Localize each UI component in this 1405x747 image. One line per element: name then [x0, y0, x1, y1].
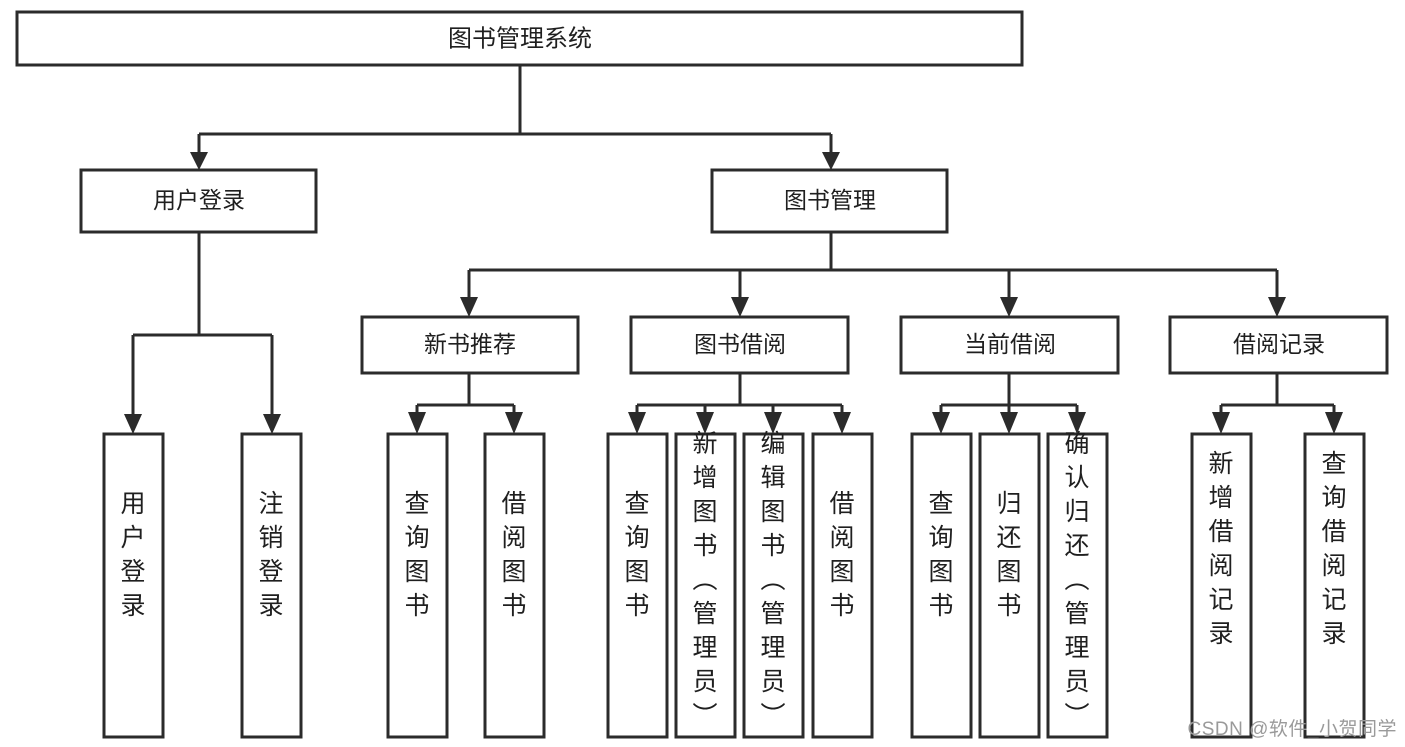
node-book-manage-box[interactable]	[710, 168, 949, 234]
arrow-head-current-borrow	[1000, 297, 1018, 317]
arrow-head-leaf-edit-book	[764, 412, 782, 434]
node-leaf-add-book-label: 新增图书︵管理员︶	[692, 430, 717, 730]
arrow-head-leaf-user-login	[124, 414, 142, 434]
node-leaf-borrow-book-1[interactable]: 借阅图书	[483, 432, 546, 739]
arrow-head-new-book-rec	[460, 297, 478, 317]
node-leaf-edit-book-label: 编辑图书︵管理员︶	[760, 430, 785, 730]
node-leaf-query-record-label: 查询借阅记录	[1321, 450, 1346, 648]
node-leaf-user-login-label: 用户登录	[120, 490, 145, 620]
arrow-head-leaf-borrow-book-1	[505, 412, 523, 434]
node-current-borrow-label: 当前借阅	[964, 331, 1056, 357]
node-leaf-query-book-2-label: 查询图书	[624, 490, 649, 620]
node-leaf-query-book-2[interactable]: 查询图书	[606, 432, 669, 739]
node-leaf-add-record-box[interactable]	[1190, 432, 1253, 739]
node-leaf-user-login-box[interactable]	[102, 432, 165, 739]
node-leaf-query-book-3[interactable]: 查询图书	[910, 432, 973, 739]
node-new-book-rec[interactable]: 新书推荐	[360, 315, 580, 375]
node-book-borrow-label: 图书借阅	[694, 331, 786, 357]
node-leaf-query-book-3-box[interactable]	[910, 432, 973, 739]
node-leaf-borrow-book-1-box[interactable]	[483, 432, 546, 739]
node-leaf-query-book-3-label: 查询图书	[928, 490, 953, 620]
node-leaf-borrow-book-2-box[interactable]	[811, 432, 874, 739]
arrow-head-leaf-confirm-return	[1068, 412, 1086, 434]
node-leaf-borrow-book-2-label: 借阅图书	[829, 490, 854, 620]
arrow-head-leaf-query-book-3	[932, 412, 950, 434]
arrow-head-leaf-logout	[263, 414, 281, 434]
node-leaf-confirm-return[interactable]: 确认归还︵管理员︶	[1046, 430, 1109, 739]
node-user-login-box[interactable]	[79, 168, 318, 234]
connectors-layer	[124, 65, 1343, 434]
arrow-head-leaf-query-record	[1325, 412, 1343, 434]
node-user-login-label: 用户登录	[153, 187, 245, 213]
node-leaf-query-book-1-label: 查询图书	[404, 490, 429, 620]
node-current-borrow[interactable]: 当前借阅	[899, 315, 1120, 375]
arrow-head-book-manage	[822, 152, 840, 170]
node-leaf-add-book[interactable]: 新增图书︵管理员︶	[674, 430, 737, 739]
node-leaf-confirm-return-box[interactable]	[1046, 432, 1109, 739]
node-borrow-record-label: 借阅记录	[1233, 331, 1325, 357]
node-user-login[interactable]: 用户登录	[79, 168, 318, 234]
node-leaf-query-book-1[interactable]: 查询图书	[386, 432, 449, 739]
node-leaf-borrow-book-1-label: 借阅图书	[501, 490, 526, 620]
node-new-book-rec-label: 新书推荐	[424, 331, 516, 357]
node-leaf-return-book-label: 归还图书	[996, 490, 1021, 620]
node-book-manage[interactable]: 图书管理	[710, 168, 949, 234]
node-leaf-query-book-2-box[interactable]	[606, 432, 669, 739]
node-leaf-edit-book-box[interactable]	[742, 432, 805, 739]
node-leaf-logout-label: 注销登录	[258, 490, 283, 620]
node-book-borrow[interactable]: 图书借阅	[629, 315, 850, 375]
node-book-borrow-box[interactable]	[629, 315, 850, 375]
arrow-head-borrow-record	[1268, 297, 1286, 317]
arrow-head-user-login	[190, 152, 208, 170]
node-borrow-record-box[interactable]	[1168, 315, 1389, 375]
node-borrow-record[interactable]: 借阅记录	[1168, 315, 1389, 375]
node-leaf-borrow-book-2[interactable]: 借阅图书	[811, 432, 874, 739]
arrow-head-leaf-add-book	[696, 412, 714, 434]
node-leaf-add-book-box[interactable]	[674, 432, 737, 739]
arrow-head-leaf-borrow-book-2	[833, 412, 851, 434]
node-book-manage-label: 图书管理	[784, 187, 876, 213]
csdn-watermark: CSDN @软件_小贺同学	[1187, 719, 1397, 740]
node-leaf-query-record-box[interactable]	[1303, 432, 1366, 739]
node-new-book-rec-box[interactable]	[360, 315, 580, 375]
node-leaf-edit-book[interactable]: 编辑图书︵管理员︶	[742, 430, 805, 739]
node-leaf-user-login[interactable]: 用户登录	[102, 432, 165, 739]
node-leaf-add-record-label: 新增借阅记录	[1208, 450, 1233, 648]
arrow-head-leaf-query-book-1	[408, 412, 426, 434]
node-root[interactable]: 图书管理系统	[15, 10, 1024, 67]
node-leaf-logout-box[interactable]	[240, 432, 303, 739]
node-leaf-logout[interactable]: 注销登录	[240, 432, 303, 739]
arrow-head-book-borrow	[731, 297, 749, 317]
node-leaf-confirm-return-label: 确认归还︵管理员︶	[1064, 430, 1089, 730]
node-leaf-add-record[interactable]: 新增借阅记录	[1190, 432, 1253, 739]
node-leaf-query-record[interactable]: 查询借阅记录	[1303, 432, 1366, 739]
arrow-head-leaf-return-book	[1000, 412, 1018, 434]
node-leaf-query-book-1-box[interactable]	[386, 432, 449, 739]
node-leaf-return-book-box[interactable]	[978, 432, 1041, 739]
arrow-head-leaf-query-book-2	[628, 412, 646, 434]
arrow-head-leaf-add-record	[1212, 412, 1230, 434]
node-leaf-return-book[interactable]: 归还图书	[978, 432, 1041, 739]
node-root-label: 图书管理系统	[448, 25, 592, 52]
node-current-borrow-box[interactable]	[899, 315, 1120, 375]
node-root-box[interactable]	[15, 10, 1024, 67]
